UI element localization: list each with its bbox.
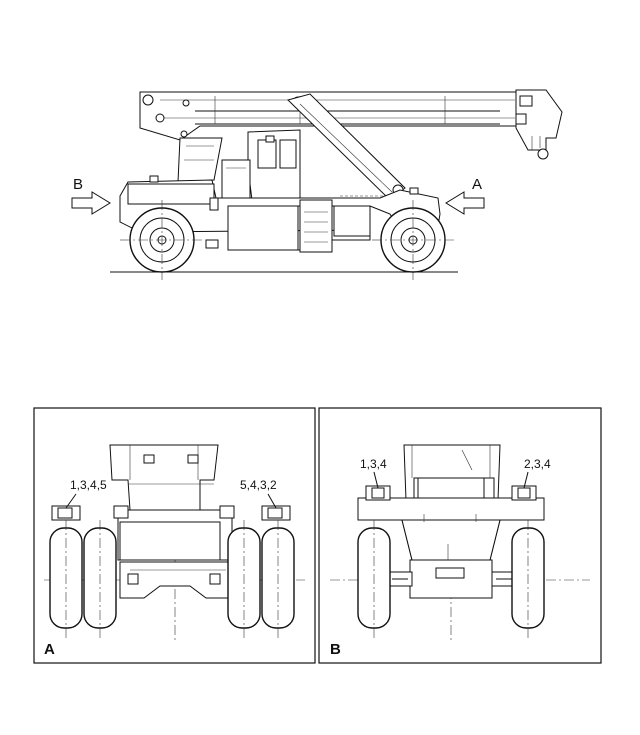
- panel-b: B 1,3,4 2,3,4: [318, 407, 602, 664]
- panel-b-label: B: [330, 641, 341, 658]
- front-wheel: [372, 200, 456, 280]
- chassis: [119, 175, 441, 253]
- panel-a-callout-left: 1,3,4,5: [70, 478, 107, 492]
- panel-a-label: A: [44, 641, 55, 658]
- cab: [221, 129, 301, 201]
- view-marker-a: A: [472, 176, 482, 193]
- panel-b-callout-right: 2,3,4: [524, 457, 551, 471]
- side-view: B A: [71, 89, 563, 280]
- rear-wheel: [120, 200, 204, 280]
- panel-a-callout-right: 5,4,3,2: [240, 478, 277, 492]
- view-marker-b: B: [73, 176, 83, 193]
- boom-pivot: [177, 137, 223, 183]
- panel-b-callout-left: 1,3,4: [360, 457, 387, 471]
- panel-a: A 1,3,4,5 5,4,3,2: [33, 407, 316, 664]
- spreader-head: [515, 89, 563, 160]
- view-arrow-b: [71, 191, 111, 215]
- view-arrow-a: [445, 191, 485, 215]
- lift-cylinder: [287, 93, 406, 201]
